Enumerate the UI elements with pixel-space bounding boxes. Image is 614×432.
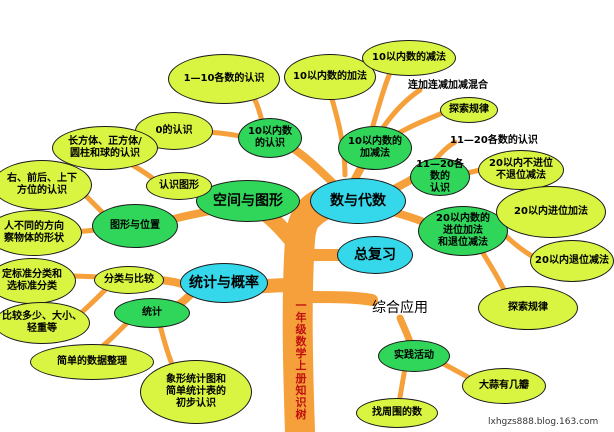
branch-applied	[306, 291, 378, 306]
applied-node[interactable]: 综合应用	[372, 300, 428, 316]
eleven-to-twenty-node[interactable]: 11—20各数的 认识	[410, 158, 470, 196]
directions-node[interactable]: 右、前后、上下 方位的认识	[0, 160, 92, 210]
simple-data-node[interactable]: 简单的数据整理	[30, 344, 154, 380]
mixed-operations-label[interactable]: 连加连减加减混合	[408, 80, 488, 91]
eleven-to-twenty-label[interactable]: 11—20各数的认识	[450, 135, 538, 146]
statistics-node[interactable]: 统计	[114, 298, 190, 328]
trunk	[282, 185, 345, 432]
compare-quantities-node[interactable]: 比较多少、大小、 轻重等	[0, 302, 90, 344]
branch-explore2	[477, 245, 508, 295]
add-within-10-node[interactable]: 10以内数的加法	[284, 54, 376, 100]
space-and-shapes-node[interactable]: 空间与图形	[196, 180, 300, 222]
trunk-title: 一年级数学上册知识树	[295, 299, 307, 421]
addsub-within-10-node[interactable]: 10以内数的 加减法	[338, 126, 412, 170]
statistics-probability-node[interactable]: 统计与概率	[180, 263, 268, 303]
general-review-node[interactable]: 总复习	[337, 236, 413, 274]
explore-patterns-node-1[interactable]: 探索规律	[440, 97, 498, 123]
classify-standard-node[interactable]: 定标准分类和 选标准分类	[0, 258, 76, 304]
shape-position-node[interactable]: 图形与位置	[92, 204, 178, 248]
sub-within-10-node[interactable]: 10以内数的减法	[362, 40, 456, 76]
one-to-ten-node[interactable]: 1—10各数的认识	[168, 54, 280, 104]
object-views-node[interactable]: 人不同的方向 察物体的形状	[0, 210, 82, 256]
find-numbers-node[interactable]: 找周围的数	[356, 398, 438, 428]
within-10-recognition-node[interactable]: 10以内数 的认识	[238, 118, 302, 158]
garlic-cloves-node[interactable]: 大蒜有几瓣	[462, 368, 546, 404]
practice-activity-node[interactable]: 实践活动	[378, 340, 450, 372]
recognize-shapes-node[interactable]: 认识图形	[146, 172, 212, 200]
watermark-credit: lxhgzs888.blog.163.com	[488, 417, 599, 427]
pictograph-node[interactable]: 象形统计图和 简单统计表的 初步认识	[140, 360, 252, 424]
numbers-and-algebra-node[interactable]: 数与代数	[310, 178, 406, 224]
solids-recognition-node[interactable]: 长方体、正方体/ 圆柱和球的认识	[52, 126, 158, 170]
no-carry-subtraction-node[interactable]: 20以内不进位 不退位减法	[478, 150, 564, 190]
classify-compare-node[interactable]: 分类与比较	[94, 266, 164, 294]
carry-addition-node[interactable]: 20以内进位加法	[496, 186, 606, 238]
borrow-subtraction-node[interactable]: 20以内退位减法	[530, 240, 614, 282]
explore-patterns-node-2[interactable]: 探索规律	[478, 286, 578, 330]
addsub-within-20-node[interactable]: 20以内数的 进位加法 和退位减法	[418, 206, 508, 256]
